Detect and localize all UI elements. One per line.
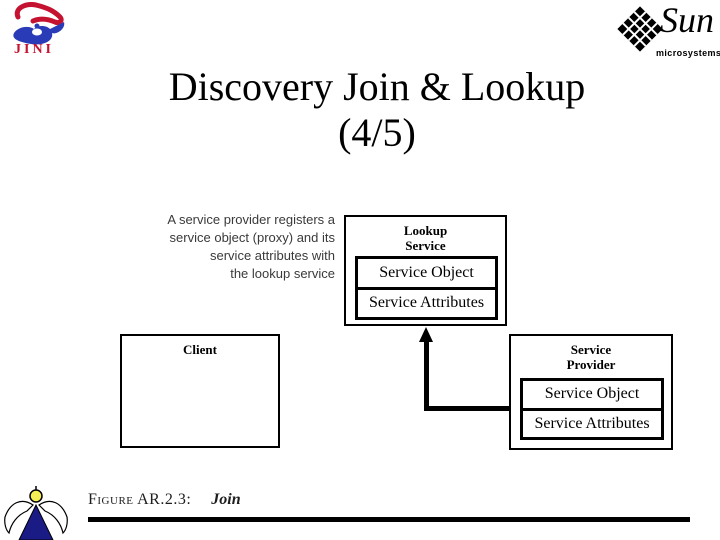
jini-lamp-icon [13, 2, 65, 45]
jini-wordmark: JINI [14, 42, 55, 57]
figure-label: Figure AR.2.3: [88, 491, 192, 508]
bottom-rule [88, 517, 690, 522]
service-provider-title-line2: Provider [566, 357, 616, 372]
slide-title-line2: (4/5) [338, 110, 416, 155]
connector-horizontal-line [424, 406, 510, 411]
sun-logo: Sun microsystems [616, 0, 720, 64]
lookup-service-box: Lookup Service Service Object Service At… [344, 215, 507, 326]
lookup-service-title-line1: Lookup [403, 223, 448, 238]
description-line: the lookup service [230, 266, 335, 281]
client-title: Client [183, 342, 217, 357]
service-provider-title: Service Provider [511, 336, 671, 372]
lookup-service-title: Lookup Service [346, 217, 505, 253]
connector-vertical-line [424, 340, 429, 411]
jini-logo: JINI [8, 2, 72, 64]
figure-caption: Figure AR.2.3: Join [88, 491, 241, 509]
lookup-service-title-line2: Service [405, 238, 446, 253]
slide-title-line1: Discovery Join & Lookup [168, 64, 586, 109]
service-provider-inner-box: Service Object Service Attributes [520, 378, 664, 440]
service-provider-box: Service Provider Service Object Service … [509, 334, 673, 450]
connector-arrowhead-up-icon [419, 327, 433, 342]
description-line: service object (proxy) and its [169, 230, 335, 245]
figure-title: Join [211, 491, 241, 508]
sun-subtitle: microsystems [656, 48, 720, 58]
service-provider-title-line1: Service [570, 342, 612, 357]
slide-title: Discovery Join & Lookup (4/5) [34, 64, 720, 156]
description-line: A service provider registers a [167, 212, 335, 227]
sun-diamond-icon [617, 6, 663, 52]
lookup-service-attributes-cell: Service Attributes [368, 294, 485, 312]
provider-service-attributes-cell: Service Attributes [534, 414, 650, 432]
lookup-service-inner-box: Service Object Service Attributes [355, 256, 498, 320]
lookup-service-object-cell: Service Object [358, 259, 495, 290]
sun-wordmark: Sun [660, 0, 714, 40]
client-box: Client [120, 334, 280, 448]
provider-service-object-cell: Service Object [523, 381, 661, 411]
angel-figure-icon [4, 486, 68, 540]
description-text: A service provider registers a service o… [118, 211, 335, 283]
description-line: service attributes with [210, 248, 335, 263]
